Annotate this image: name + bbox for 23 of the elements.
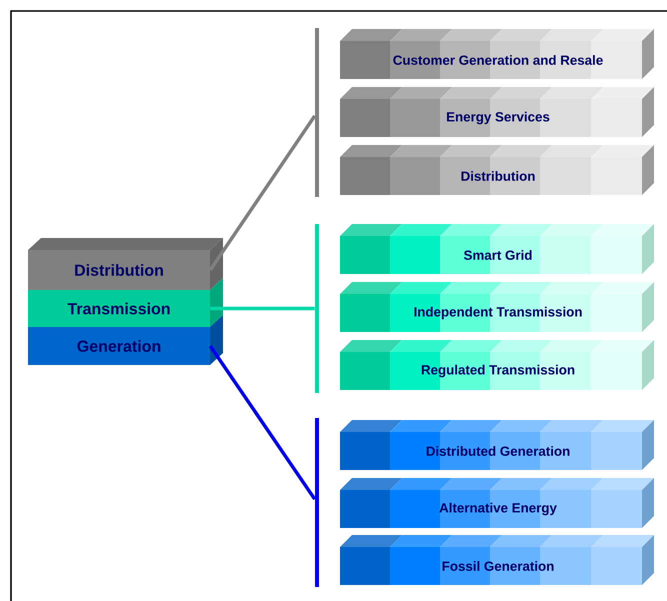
node-label: Alternative Energy — [439, 502, 557, 516]
bar: Distribution — [340, 145, 654, 195]
bar: Alternative Energy — [340, 478, 654, 528]
bracket-bar — [315, 28, 319, 197]
connector-line — [208, 345, 316, 500]
node-label: Energy Services — [447, 112, 550, 124]
layer-block: Distribution — [28, 238, 223, 290]
bar: Fossil Generation — [340, 535, 654, 585]
layer-block: Transmission — [28, 278, 223, 328]
connector-line — [210, 306, 315, 310]
connector-line — [208, 114, 316, 271]
layer-block: Generation — [28, 315, 223, 365]
bar: Energy Services — [340, 87, 654, 137]
bracket-bar — [315, 224, 319, 393]
bar: Distributed Generation — [340, 420, 654, 470]
bar: Regulated Transmission — [340, 340, 654, 390]
bracket-bar — [315, 418, 319, 588]
node-label: Smart Grid — [464, 250, 532, 260]
node-label: Distribution — [462, 171, 535, 181]
node-label: Fossil Generation — [442, 561, 554, 571]
bar: Independent Transmission — [340, 282, 654, 332]
bar: Customer Generation and Resale — [340, 29, 654, 79]
bar: Smart Grid — [340, 224, 654, 274]
